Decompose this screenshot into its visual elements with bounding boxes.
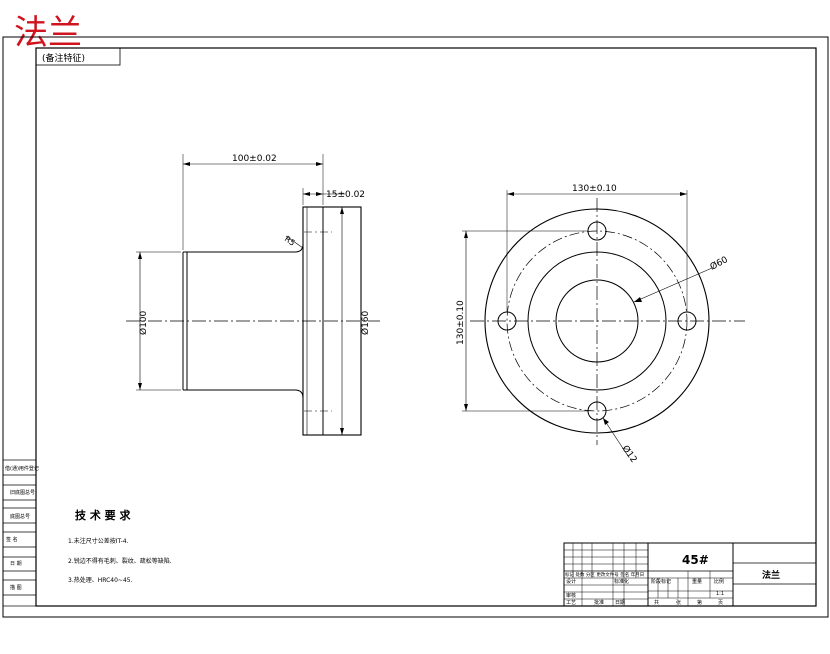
- title-block-stage-mark: 阶段标记: [651, 578, 671, 585]
- dim-shaft-dia: Ø100: [138, 310, 149, 335]
- side-view: [126, 154, 380, 436]
- dim-hole-spacing-v: 130±0.10: [456, 300, 466, 345]
- left-strip-0: 借(通)用件登记: [5, 465, 39, 472]
- dim-flange-dia: Ø160: [360, 310, 371, 335]
- title-block-design: 设计: [566, 578, 576, 585]
- title-block-material: 45#: [682, 553, 709, 567]
- title-block: [563, 542, 817, 607]
- left-strip-1: 旧底图总号: [10, 489, 35, 496]
- title-block-standardize: 标准化: [614, 578, 629, 585]
- dim-flange-thickness: 15±0.02: [326, 190, 365, 200]
- title-block-approve: 批准: [594, 599, 604, 606]
- tech-requirement-3: 3.热处理、HRC40~45.: [68, 576, 133, 584]
- left-strip-2: 底图总号: [10, 513, 30, 520]
- drawing-red-title: 法兰: [14, 13, 82, 53]
- dim-pitch-circle: Ø60: [708, 254, 730, 273]
- left-strip-3: 签 名: [6, 536, 18, 543]
- dim-hole-spacing-h: 130±0.10: [572, 184, 617, 194]
- title-block-row-labels: 标记 处数 分区 更改文件号 签名 年月日: [565, 571, 644, 578]
- front-view: [462, 190, 745, 457]
- title-block-total: 共: [654, 599, 659, 606]
- tech-requirement-1: 1.未注尺寸公差按IT-4.: [68, 537, 129, 545]
- tech-requirement-2: 2.锐边不得有毛刺、裂纹、疏松等缺陷.: [68, 557, 172, 565]
- left-strip: [2, 459, 37, 607]
- title-block-page: 第: [697, 599, 702, 606]
- title-block-weight: 重量: [692, 578, 702, 585]
- title-block-date: 日期: [615, 600, 625, 606]
- title-block-process: 工艺: [566, 600, 576, 606]
- dim-fillet: R5: [283, 234, 297, 247]
- title-block-page-of: 页: [718, 600, 723, 606]
- title-block-part-name: 法兰: [762, 569, 780, 581]
- tech-requirements-title: 技 术 要 求: [75, 508, 131, 522]
- title-block-scale: 1:1: [716, 591, 724, 597]
- inner-frame: [35, 47, 817, 607]
- title-block-check: 审核: [566, 592, 576, 599]
- title-block-sheet: 张: [676, 599, 681, 606]
- corner-label: (备注特征): [42, 52, 85, 64]
- corner-label-box: [35, 47, 121, 66]
- title-block-ratio: 比例: [714, 578, 724, 585]
- dim-hole-dia: Ø12: [620, 443, 640, 465]
- outer-frame: [2, 36, 829, 618]
- side-view-arrows: [138, 162, 344, 435]
- left-strip-4: 日 期: [10, 561, 22, 567]
- front-view-arrows: [464, 192, 687, 425]
- dim-length: 100±0.02: [232, 154, 277, 164]
- left-strip-5: 描 图: [10, 584, 22, 591]
